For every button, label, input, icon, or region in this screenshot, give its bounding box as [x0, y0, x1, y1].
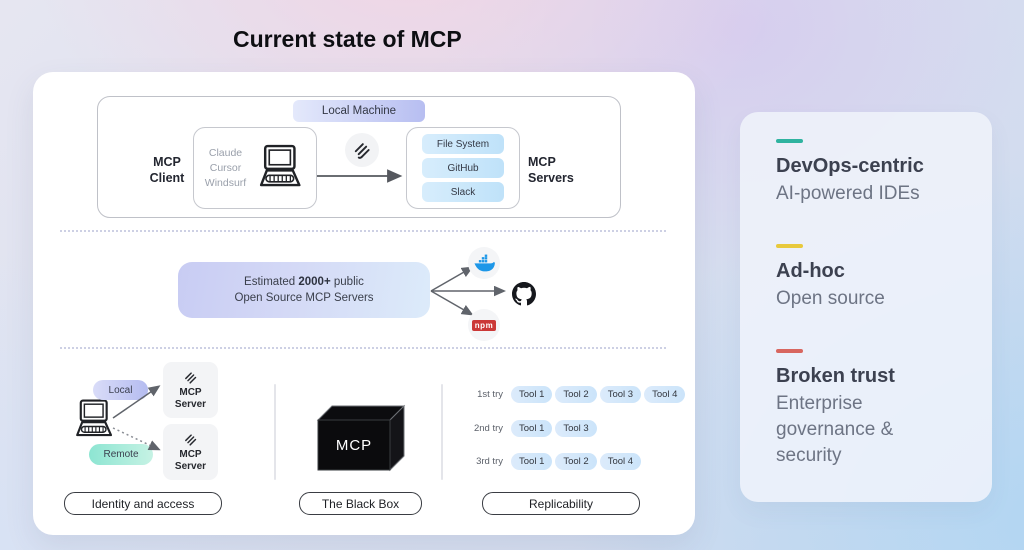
mcp-logo-icon — [185, 433, 197, 446]
registry-fan-arrows — [430, 266, 506, 316]
rep-row-3: 3rd try Tool 1 Tool 2 Tool 4 — [465, 452, 644, 470]
separator-top — [60, 230, 666, 232]
identity-arrows — [112, 385, 161, 451]
diagram-card: Local Machine MCP Client Claude Cursor W… — [33, 72, 695, 535]
rep-row-2: 2nd try Tool 1 Tool 3 — [465, 419, 600, 437]
summary-item-trust: Broken trust Enterprise governance & sec… — [776, 349, 956, 469]
github-icon — [509, 279, 539, 309]
client-app: Windsurf — [204, 176, 247, 189]
summary-subtitle: Enterprise governance & security — [776, 393, 894, 466]
accent-dash-red — [776, 349, 803, 353]
divider-1 — [274, 384, 276, 480]
local-pill: Local — [93, 380, 148, 400]
tool-chip: Tool 2 — [555, 452, 597, 470]
mcp-servers-label: MCP Servers — [528, 155, 574, 185]
try-label: 3rd try — [476, 455, 503, 467]
summary-title: DevOps-centric — [776, 155, 924, 177]
mcp-logo-icon — [185, 371, 197, 384]
tool-chip: Tool 4 — [599, 452, 642, 470]
page-title: Current state of MCP — [233, 26, 462, 52]
try-label: 2nd try — [473, 422, 503, 434]
try-label: 1st try — [477, 388, 503, 400]
server-chip-slack: Slack — [422, 182, 504, 202]
rep-row-1: 1st try Tool 1 Tool 2 Tool 3 Tool 4 — [465, 385, 688, 403]
estimated-line2: Open Source MCP Servers — [234, 292, 374, 304]
tool-chip: Tool 3 — [555, 419, 597, 437]
tool-chip: Tool 2 — [555, 385, 597, 403]
laptop-icon — [260, 144, 301, 187]
divider-2 — [441, 384, 443, 480]
estimated-line1: Estimated 2000+ public — [244, 276, 364, 288]
server-chip-filesystem: File System — [422, 134, 504, 154]
mcp-logo-icon — [354, 143, 370, 159]
tool-chip: Tool 1 — [511, 385, 553, 403]
local-machine-box: Local Machine MCP Client Claude Cursor W… — [97, 96, 621, 218]
black-box-cube — [316, 404, 406, 472]
client-app: Claude — [208, 146, 243, 159]
separator-bottom — [60, 347, 666, 349]
client-app: Cursor — [209, 161, 242, 174]
client-apps-list: Claude Cursor Windsurf — [205, 146, 246, 191]
tool-chip: Tool 4 — [644, 385, 686, 403]
docker-icon — [468, 247, 500, 279]
caption-identity: Identity and access — [64, 492, 222, 515]
remote-pill: Remote — [89, 444, 153, 465]
accent-dash-yellow — [776, 244, 803, 248]
npm-icon: npm — [468, 309, 500, 341]
summary-item-devops: DevOps-centric AI-powered IDEs — [776, 139, 956, 207]
tool-chip: Tool 1 — [511, 419, 553, 437]
laptop-icon-small — [76, 399, 113, 437]
mcp-logo-circle — [345, 133, 379, 167]
summary-panel: DevOps-centric AI-powered IDEs Ad-hoc Op… — [740, 112, 992, 502]
cube-label: MCP — [335, 436, 373, 454]
server-chip-github: GitHub — [422, 158, 504, 178]
accent-dash-teal — [776, 139, 803, 143]
client-to-server-arrow — [317, 169, 403, 183]
mcp-client-label: MCP Client — [149, 155, 185, 185]
caption-black-box: The Black Box — [299, 492, 422, 515]
summary-title: Broken trust — [776, 365, 895, 387]
summary-subtitle: AI-powered IDEs — [776, 183, 920, 204]
mcp-servers-box: File System GitHub Slack — [406, 127, 520, 209]
estimated-servers-box: Estimated 2000+ public Open Source MCP S… — [178, 262, 430, 318]
summary-item-adhoc: Ad-hoc Open source — [776, 244, 956, 312]
mcp-server-card-remote: MCP Server — [163, 424, 218, 480]
tool-chip: Tool 3 — [599, 385, 642, 403]
tool-chip: Tool 1 — [511, 452, 553, 470]
mcp-client-box: Claude Cursor Windsurf — [193, 127, 317, 209]
mcp-server-card-local: MCP Server — [163, 362, 218, 418]
local-machine-pill: Local Machine — [293, 100, 425, 122]
summary-title: Ad-hoc — [776, 260, 845, 282]
summary-subtitle: Open source — [776, 288, 885, 309]
caption-replicability: Replicability — [482, 492, 640, 515]
